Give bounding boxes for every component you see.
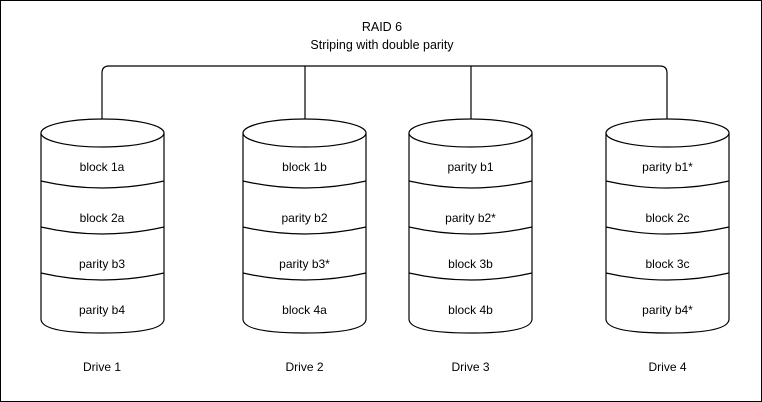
- drive-1-divider-2: [40, 226, 165, 235]
- drive-1-segment-3: parity b3: [79, 257, 125, 271]
- bus-spine: [101, 65, 668, 123]
- drive-3-divider-3: [408, 272, 533, 281]
- drive-3-segment-1: parity b1: [447, 160, 493, 174]
- drive-1-segment-4: parity b4: [79, 303, 125, 317]
- diagram-title-line2: Striping with double parity: [310, 38, 454, 52]
- drive-3-divider-1: [408, 180, 533, 189]
- diagram-title-line1: RAID 6: [362, 20, 402, 34]
- drive-4-segment-3: block 3c: [645, 257, 689, 271]
- drive-3-top: [408, 118, 533, 148]
- drive-4-divider-3: [605, 272, 730, 281]
- drive-1-divider-3: [40, 272, 165, 281]
- drive-3-segment-4: block 4b: [448, 303, 493, 317]
- drive-1-segment-2: block 2a: [80, 211, 125, 225]
- drive-2-divider-1: [242, 180, 367, 189]
- drive-3-label: Drive 3: [451, 360, 489, 374]
- drive-4-segment-1: parity b1*: [642, 160, 693, 174]
- drive-3-segment-3: block 3b: [448, 257, 493, 271]
- drive-3-divider-2: [408, 226, 533, 235]
- drive-2-divider-3: [242, 272, 367, 281]
- drive-3-segment-2: parity b2*: [445, 211, 496, 225]
- drive-4-top: [605, 118, 730, 148]
- drive-2-divider-2: [242, 226, 367, 235]
- drive-4-divider-1: [605, 180, 730, 189]
- drive-2-top: [242, 118, 367, 148]
- drive-1-body: [40, 132, 165, 334]
- drive-4-label: Drive 4: [648, 360, 686, 374]
- drive-3-body: [408, 132, 533, 334]
- drive-2-segment-3: parity b3*: [279, 257, 330, 271]
- drive-4-divider-2: [605, 226, 730, 235]
- drive-1-top: [40, 118, 165, 148]
- drive-1-divider-1: [40, 180, 165, 189]
- drive-2-segment-4: block 4a: [282, 303, 327, 317]
- drive-2-body: [242, 132, 367, 334]
- drive-1-label: Drive 1: [83, 360, 121, 374]
- drive-3-cylinder[interactable]: parity b1 parity b2* block 3b block 4b: [408, 118, 533, 334]
- drive-2-segment-2: parity b2: [281, 211, 327, 225]
- drive-2-segment-1: block 1b: [282, 160, 327, 174]
- controller-bus: [101, 65, 668, 123]
- drive-4-segment-2: block 2c: [645, 211, 689, 225]
- drive-2-cylinder[interactable]: block 1b parity b2 parity b3* block 4a: [242, 118, 367, 334]
- drive-4-body: [605, 132, 730, 334]
- drive-1-segment-1: block 1a: [80, 160, 125, 174]
- drive-1-cylinder[interactable]: block 1a block 2a parity b3 parity b4: [40, 118, 165, 334]
- drive-4-segment-4: parity b4*: [642, 303, 693, 317]
- drive-4-cylinder[interactable]: parity b1* block 2c block 3c parity b4*: [605, 118, 730, 334]
- drive-2-label: Drive 2: [285, 360, 323, 374]
